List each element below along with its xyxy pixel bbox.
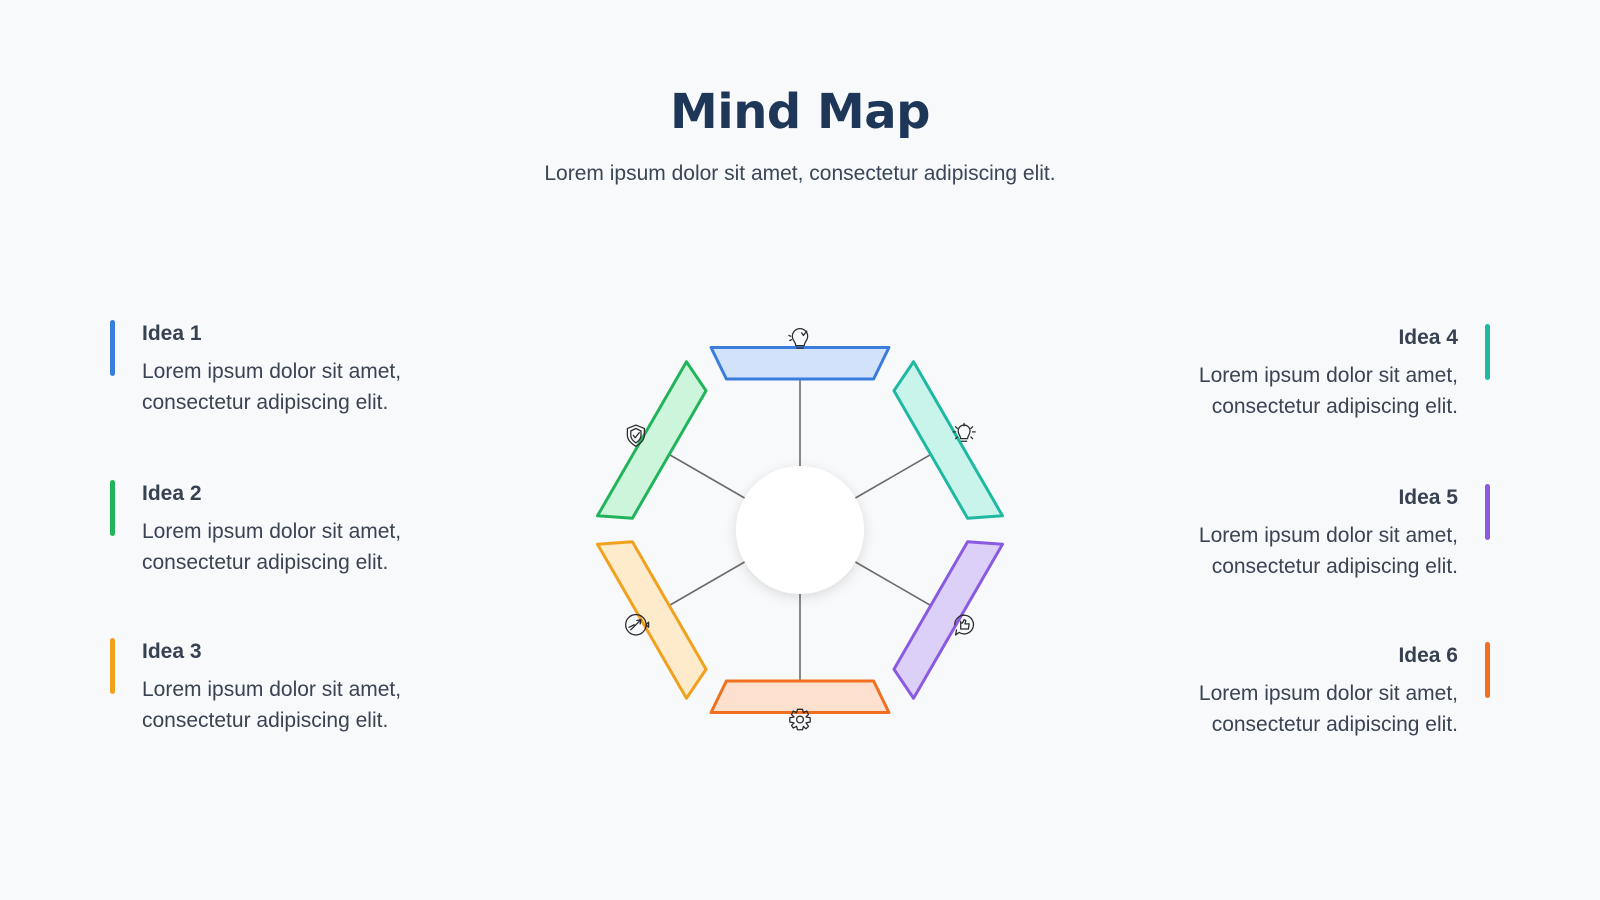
idea-3: Idea 3 Lorem ipsum dolor sit amet,consec… [110, 638, 522, 736]
idea-6-accent-bar [1485, 642, 1490, 698]
idea-2-description: Lorem ipsum dolor sit amet,consectetur a… [142, 520, 402, 574]
idea-3-title: Idea 3 [142, 640, 202, 663]
hexagon-segments [595, 328, 1004, 731]
idea-4-description: Lorem ipsum dolor sit amet,consectetur a… [1198, 364, 1458, 418]
idea-3-accent-bar [110, 638, 115, 694]
idea-4-accent-bar [1485, 324, 1490, 380]
hexagon-segment-1 [709, 346, 891, 381]
hexagon-segment-4 [709, 679, 891, 714]
lightbulb-gear-icon [952, 422, 976, 442]
idea-3-description: Lorem ipsum dolor sit amet,consectetur a… [142, 678, 402, 732]
hexagon-segment-5 [595, 540, 708, 700]
idea-1-title: Idea 1 [142, 322, 202, 345]
page-title: Mind Map [670, 84, 930, 140]
idea-5: Idea 5 Lorem ipsum dolor sit amet,consec… [1078, 484, 1490, 582]
idea-1-accent-bar [110, 320, 115, 376]
idea-2: Idea 2 Lorem ipsum dolor sit amet,consec… [110, 480, 522, 578]
idea-2-accent-bar [110, 480, 115, 536]
idea-1: Idea 1 Lorem ipsum dolor sit amet,consec… [110, 320, 522, 418]
idea-4: Idea 4 Lorem ipsum dolor sit amet,consec… [1078, 324, 1490, 422]
compass-icon [625, 613, 650, 636]
shield-check-icon [626, 424, 646, 447]
idea-4-title: Idea 4 [1398, 326, 1458, 349]
idea-1-description: Lorem ipsum dolor sit amet,consectetur a… [142, 360, 402, 414]
hexagon-segment-6 [595, 360, 708, 520]
hand-thumbs-up-icon [954, 614, 975, 636]
lightbulb-check-icon [788, 328, 809, 349]
hexagon-segment-3 [892, 540, 1004, 700]
idea-5-description: Lorem ipsum dolor sit amet,consectetur a… [1198, 524, 1458, 578]
idea-6-title: Idea 6 [1398, 644, 1458, 667]
idea-5-accent-bar [1485, 484, 1490, 540]
idea-2-title: Idea 2 [142, 482, 202, 505]
central-hub [736, 466, 864, 594]
gear-icon [789, 708, 811, 731]
idea-6-description: Lorem ipsum dolor sit amet,consectetur a… [1198, 682, 1458, 736]
idea-5-title: Idea 5 [1398, 486, 1458, 509]
hexagon-segment-2 [892, 360, 1004, 520]
page-subtitle: Lorem ipsum dolor sit amet, consectetur … [544, 162, 1056, 185]
idea-6: Idea 6 Lorem ipsum dolor sit amet,consec… [1078, 642, 1490, 740]
